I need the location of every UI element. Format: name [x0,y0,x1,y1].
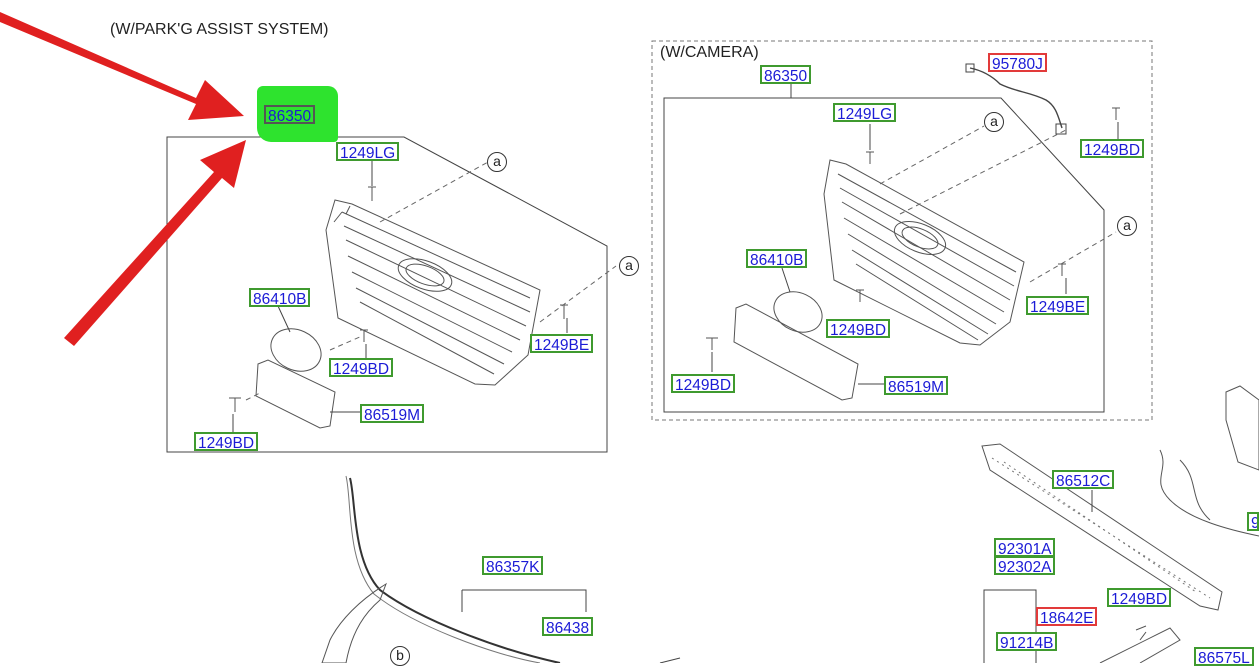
caption-park-assist: (W/PARK'G ASSIST SYSTEM) [110,21,329,38]
right-assembly-frame [663,97,1105,413]
callout-b: b [390,646,410,666]
left-grille-drawing [325,199,541,386]
part-label-86575L[interactable]: 86575L [1194,647,1254,667]
part-label-86519M-left[interactable]: 86519M [360,404,425,424]
part-label-86410B-left[interactable]: 86410B [249,288,311,308]
part-label-86350-camera[interactable]: 86350 [760,65,812,85]
left-bolts [229,186,568,412]
part-label-86512C[interactable]: 86512C [1052,470,1115,490]
part-label-1249BD-lower[interactable]: 1249BD [1107,588,1172,608]
camera-variant-box [651,40,1153,421]
part-label-1249LG-left[interactable]: 1249LG [336,142,400,162]
part-label-86519M-camera[interactable]: 86519M [884,376,949,396]
camera-harness-drawing [969,67,1063,129]
part-label-92302A[interactable]: 92302A [994,556,1056,576]
part-label-86350-highlighted[interactable]: 86350 [264,105,316,125]
left-bracket-drawing [255,359,336,429]
left-cover-drawing [270,328,322,372]
callout-a-left-top: a [487,152,507,172]
part-label-1249BD-camera-top[interactable]: 1249BD [1080,139,1145,159]
part-label-95780J[interactable]: 95780J [988,53,1047,73]
callout-a-right-top: a [984,112,1004,132]
red-arrow-upper [0,12,244,120]
callout-a-left-right: a [619,256,639,276]
left-assembly-frame [166,136,608,453]
part-label-1249BD-left[interactable]: 1249BD [329,358,394,378]
part-label-1249BD-camera-left[interactable]: 1249BD [671,374,736,394]
callout-a-right-right: a [1117,216,1137,236]
part-label-91214B[interactable]: 91214B [996,632,1058,652]
part-label-1249BD-left-bottom[interactable]: 1249BD [194,432,259,452]
red-arrows [0,12,246,346]
part-label-1249LG-camera[interactable]: 1249LG [833,103,897,123]
part-label-cut-off[interactable]: 9 [1247,512,1259,531]
part-label-1249BD-camera-mid[interactable]: 1249BD [826,319,891,339]
part-label-86357K[interactable]: 86357K [482,556,544,576]
part-label-86438[interactable]: 86438 [542,617,594,637]
part-label-92301A[interactable]: 92301A [994,538,1056,558]
part-label-86410B-camera[interactable]: 86410B [746,249,808,269]
caption-camera: (W/CAMERA) [660,44,759,61]
part-label-18642E[interactable]: 18642E [1036,607,1098,627]
part-label-1249BE-left[interactable]: 1249BE [530,334,594,354]
lower-strip-drawing [981,443,1223,611]
part-label-1249BE-camera[interactable]: 1249BE [1026,296,1090,316]
red-arrow-lower [64,140,246,346]
moulding-drawing [349,477,561,663]
right-grille-drawing [823,159,1025,346]
